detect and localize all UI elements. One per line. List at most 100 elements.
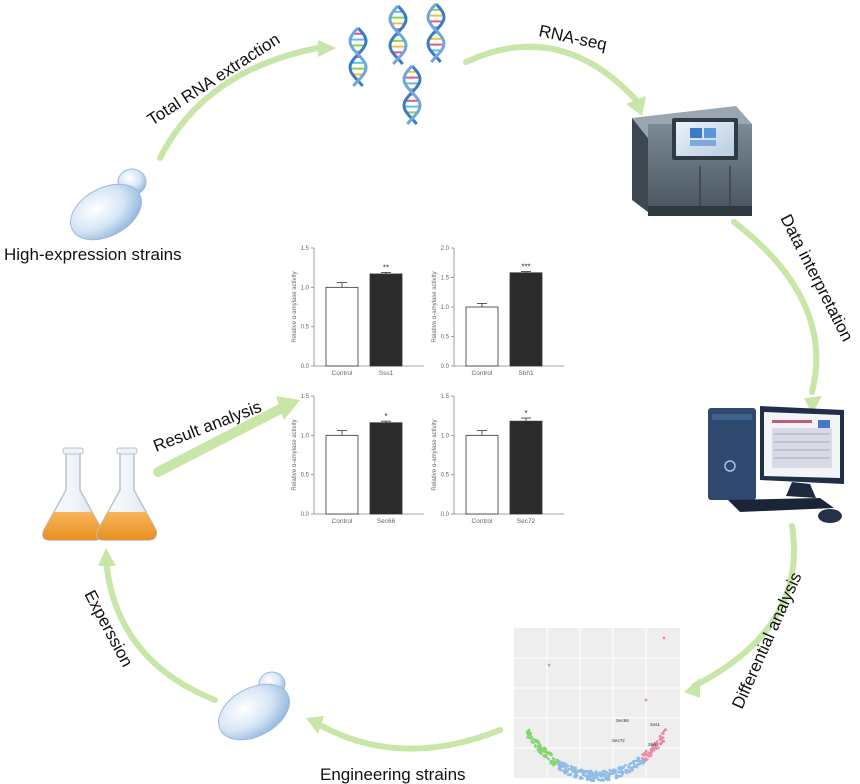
volcano-point [606,775,610,778]
volcano-point [628,763,631,766]
backbone [426,2,446,63]
volcano-point [590,778,593,782]
erlenmeyer-flask-icon [96,447,158,541]
volcano-point [585,778,589,781]
volcano-point [585,776,589,779]
volcano-point [553,758,556,761]
volcano-point [656,740,659,743]
volcano-point [552,763,555,767]
y-tick-label: 0.5 [301,473,310,479]
volcano-point [564,762,568,766]
volcano-point [562,769,565,773]
y-tick-label: 1.0 [441,305,450,311]
volcano-point [540,752,543,755]
y-axis-label: Relative α-amylase activity [432,419,438,490]
volcano-point [542,754,545,757]
dna-strand [402,64,422,125]
dna-strand [388,4,408,65]
dna-helix-icon [348,2,446,125]
backbone [402,64,422,125]
bar [369,273,403,367]
volcano-point [620,772,624,775]
volcano-point [566,764,570,768]
arrow-expression [103,557,218,703]
volcano-point [590,771,593,775]
bar [465,434,499,515]
volcano-point [658,734,662,738]
volcano-point [574,776,577,779]
cycle-arrows [103,43,820,752]
x-tick-label: Sec72 [517,518,536,525]
y-tick-label: 1.0 [301,285,310,291]
volcano-point [643,760,646,763]
volcano-point [587,774,591,778]
volcano-point [558,763,561,767]
volcano-point [658,738,662,741]
y-tick-label: 1.0 [441,433,450,439]
volcano-point [664,728,667,731]
volcano-point [530,740,533,743]
volcano-point [649,751,652,755]
bar [325,434,359,515]
volcano-point [579,775,582,779]
volcano-point [545,755,548,759]
x-tick-label: Control [472,518,494,525]
volcano-point [577,770,581,773]
volcano-point [571,770,575,774]
volcano-point [594,773,597,777]
arrow-engineering [315,721,503,752]
volcano-point [620,774,624,778]
bar [369,422,403,515]
backbone [388,4,408,65]
arrow-result [153,403,287,477]
volcano-point [526,732,529,736]
y-tick-label: 0.0 [441,364,450,370]
volcano-point [643,753,646,757]
volcano-point [644,758,648,762]
volcano-point [599,779,603,782]
volcano-point [574,766,577,770]
volcano-point [547,757,550,761]
volcano-point [529,732,532,736]
volcano-point [643,751,646,755]
backbone [348,26,368,87]
volcano-point [647,751,650,755]
volcano-point [628,766,632,769]
computer-workstation-icon [708,406,844,523]
volcano-point [625,769,628,773]
volcano-point [592,777,596,781]
volcano-point [662,739,666,743]
volcano-point [636,756,640,760]
volcano-point [620,768,623,771]
y-tick-label: 0.0 [441,512,450,518]
backbone [426,2,446,63]
y-tick-label: 1.5 [301,394,310,400]
volcano-point [566,773,570,777]
volcano-point [615,774,619,777]
volcano-point [547,663,551,667]
volcano-point [637,759,641,763]
bar [465,306,499,367]
arrow-heads [98,40,822,734]
volcano-point [569,773,572,777]
y-axis-label: Relative α-amylase activity [292,271,298,342]
volcano-point [567,767,571,771]
volcano-point [554,762,557,765]
backbone [348,26,368,87]
arrow-differential [691,523,797,689]
volcano-point [575,770,579,774]
significance-marker: * [524,409,527,418]
y-tick-label: 1.5 [441,394,450,400]
dna-strand [348,26,368,87]
arrowhead [276,396,300,420]
volcano-point [661,736,665,739]
y-tick-label: 2.0 [441,246,450,252]
volcano-point [615,776,619,779]
volcano-point [549,753,552,757]
volcano-point [527,728,531,732]
volcano-point [644,698,648,702]
volcano-point [617,770,620,773]
